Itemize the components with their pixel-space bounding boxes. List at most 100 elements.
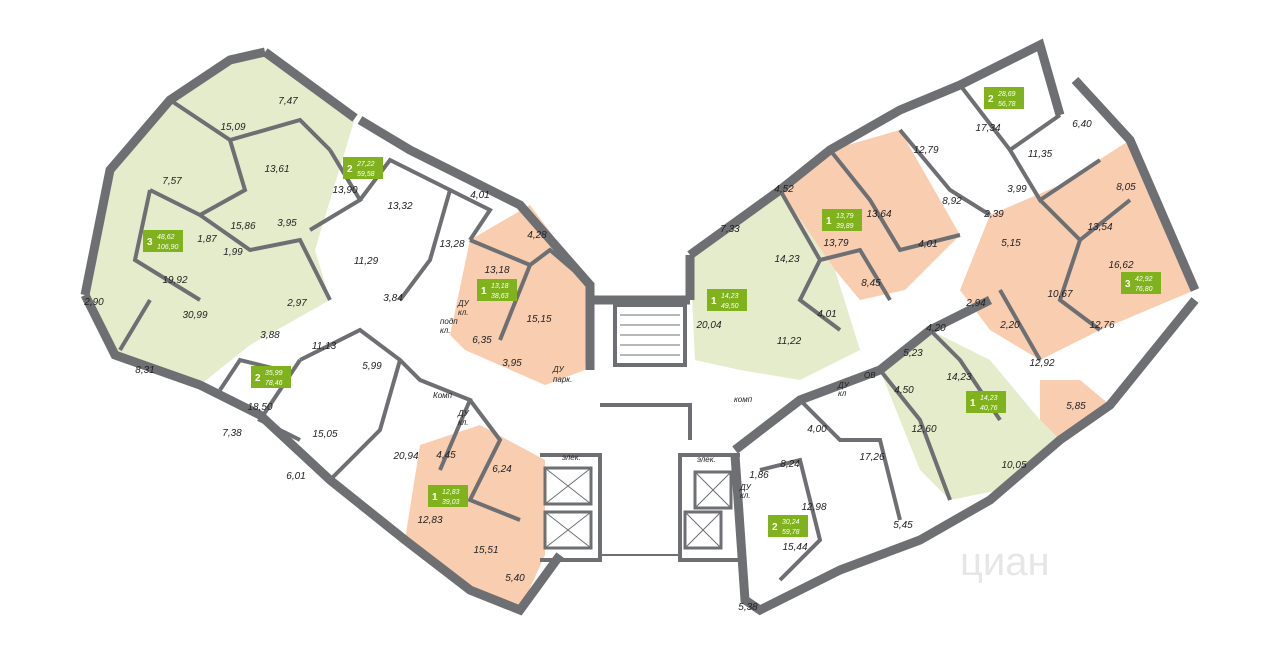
- room-area-label: 20,94: [392, 451, 418, 462]
- left-wing: [80, 47, 595, 616]
- badge-living-area: 13,79: [836, 213, 854, 220]
- badge-rooms: 1: [826, 216, 832, 227]
- room-area-label: 15,15: [526, 314, 551, 325]
- room-area-label: 2,94: [965, 298, 986, 309]
- badge-rooms: 3: [147, 237, 153, 248]
- room-area-label: 13,79: [823, 238, 848, 249]
- room-area-label: 11,22: [777, 336, 802, 347]
- room-area-label: 13,18: [484, 265, 509, 276]
- room-area-label: 13,90: [332, 185, 357, 196]
- badge-background: [768, 515, 808, 537]
- badge-total-area: 59,78: [782, 529, 800, 536]
- room-area-label: 5,40: [505, 573, 525, 584]
- apartment-badge[interactable]: 3 42,92 76,80: [1121, 272, 1161, 294]
- room-area-label: 7,57: [162, 176, 182, 187]
- badge-total-area: 56,78: [998, 101, 1016, 108]
- room-area-label: 3,95: [502, 358, 522, 369]
- badge-background: [984, 87, 1024, 109]
- apartment-3room-left[interactable]: [85, 52, 355, 385]
- badge-total-area: 106,90: [157, 244, 179, 251]
- badge-background: [822, 209, 862, 231]
- room-area-label: 4,50: [894, 385, 914, 396]
- badge-rooms: 3: [1125, 279, 1131, 290]
- badge-rooms: 1: [711, 296, 717, 307]
- badge-background: [251, 366, 291, 388]
- room-area-label: 11,13: [312, 341, 337, 352]
- room-area-label: 4,28: [527, 230, 547, 241]
- room-area-label: 1,99: [223, 247, 243, 258]
- badge-total-area: 38,63: [491, 293, 509, 300]
- room-area-label: 14,23: [774, 254, 799, 265]
- badge-living-area: 27,22: [356, 161, 375, 168]
- room-area-label: 6,40: [1072, 119, 1092, 130]
- badge-total-area: 39,89: [836, 223, 854, 230]
- room-area-label: 6,35: [472, 335, 492, 346]
- right-wing: [685, 38, 1200, 616]
- room-area-label: 4,00: [807, 424, 827, 435]
- komp-label-2: комп: [734, 395, 753, 404]
- room-area-label: 5,85: [1066, 401, 1086, 412]
- badge-total-area: 40,76: [980, 405, 998, 412]
- apartment-1room-upper-right[interactable]: [780, 130, 960, 300]
- badge-living-area: 14,23: [721, 293, 739, 300]
- room-area-label: 13,32: [387, 201, 412, 212]
- room-area-label: 4,01: [817, 309, 836, 320]
- room-area-label: 7,47: [278, 96, 298, 107]
- badge-living-area: 12,83: [442, 489, 460, 496]
- badge-living-area: 28,69: [997, 91, 1016, 98]
- room-area-label: 6,24: [492, 464, 512, 475]
- room-area-label: 14,23: [946, 372, 971, 383]
- room-area-label: 13,54: [1087, 222, 1112, 233]
- apartment-badge[interactable]: 1 13,79 39,89: [822, 209, 862, 231]
- room-area-label: 4,45: [436, 450, 456, 461]
- room-area-label: 5,99: [362, 361, 382, 372]
- room-area-label: 8,24: [780, 459, 800, 470]
- room-area-label: 2,90: [83, 297, 104, 308]
- ov-label: ОВ: [864, 371, 876, 380]
- room-area-label: 4,20: [926, 323, 946, 334]
- room-area-label: 12,76: [1089, 320, 1114, 331]
- apartment-1room-lower-right[interactable]: [880, 330, 1060, 500]
- badge-background: [143, 230, 183, 252]
- apartment-balcony-right[interactable]: [1040, 380, 1110, 440]
- badge-background: [707, 289, 747, 311]
- badge-background: [1121, 272, 1161, 294]
- room-area-label: 13,28: [439, 239, 464, 250]
- room-area-label: 20,04: [695, 320, 721, 331]
- badge-rooms: 1: [432, 492, 438, 503]
- room-area-label: 3,95: [277, 218, 297, 229]
- room-area-label: 10,05: [1001, 460, 1026, 471]
- room-area-label: 15,51: [473, 545, 498, 556]
- badge-total-area: 76,80: [1135, 286, 1153, 293]
- room-area-label: 2,20: [999, 320, 1020, 331]
- center-core: [540, 295, 740, 562]
- room-area-label: 15,05: [312, 429, 337, 440]
- room-area-label: 8,31: [135, 365, 154, 376]
- room-area-label: 15,44: [782, 542, 807, 553]
- badge-rooms: 2: [255, 373, 261, 384]
- badge-living-area: 42,92: [1135, 276, 1153, 283]
- room-area-label: 5,15: [1001, 238, 1021, 249]
- badge-living-area: 14,23: [980, 395, 998, 402]
- room-area-label: 7,38: [222, 428, 242, 439]
- watermark: циан: [960, 540, 1050, 584]
- badge-background: [428, 485, 468, 507]
- room-area-label: 18,50: [247, 402, 272, 413]
- apartment-1room-right-green[interactable]: [690, 190, 860, 380]
- room-area-label: 16,62: [1108, 260, 1133, 271]
- badge-rooms: 2: [988, 94, 994, 105]
